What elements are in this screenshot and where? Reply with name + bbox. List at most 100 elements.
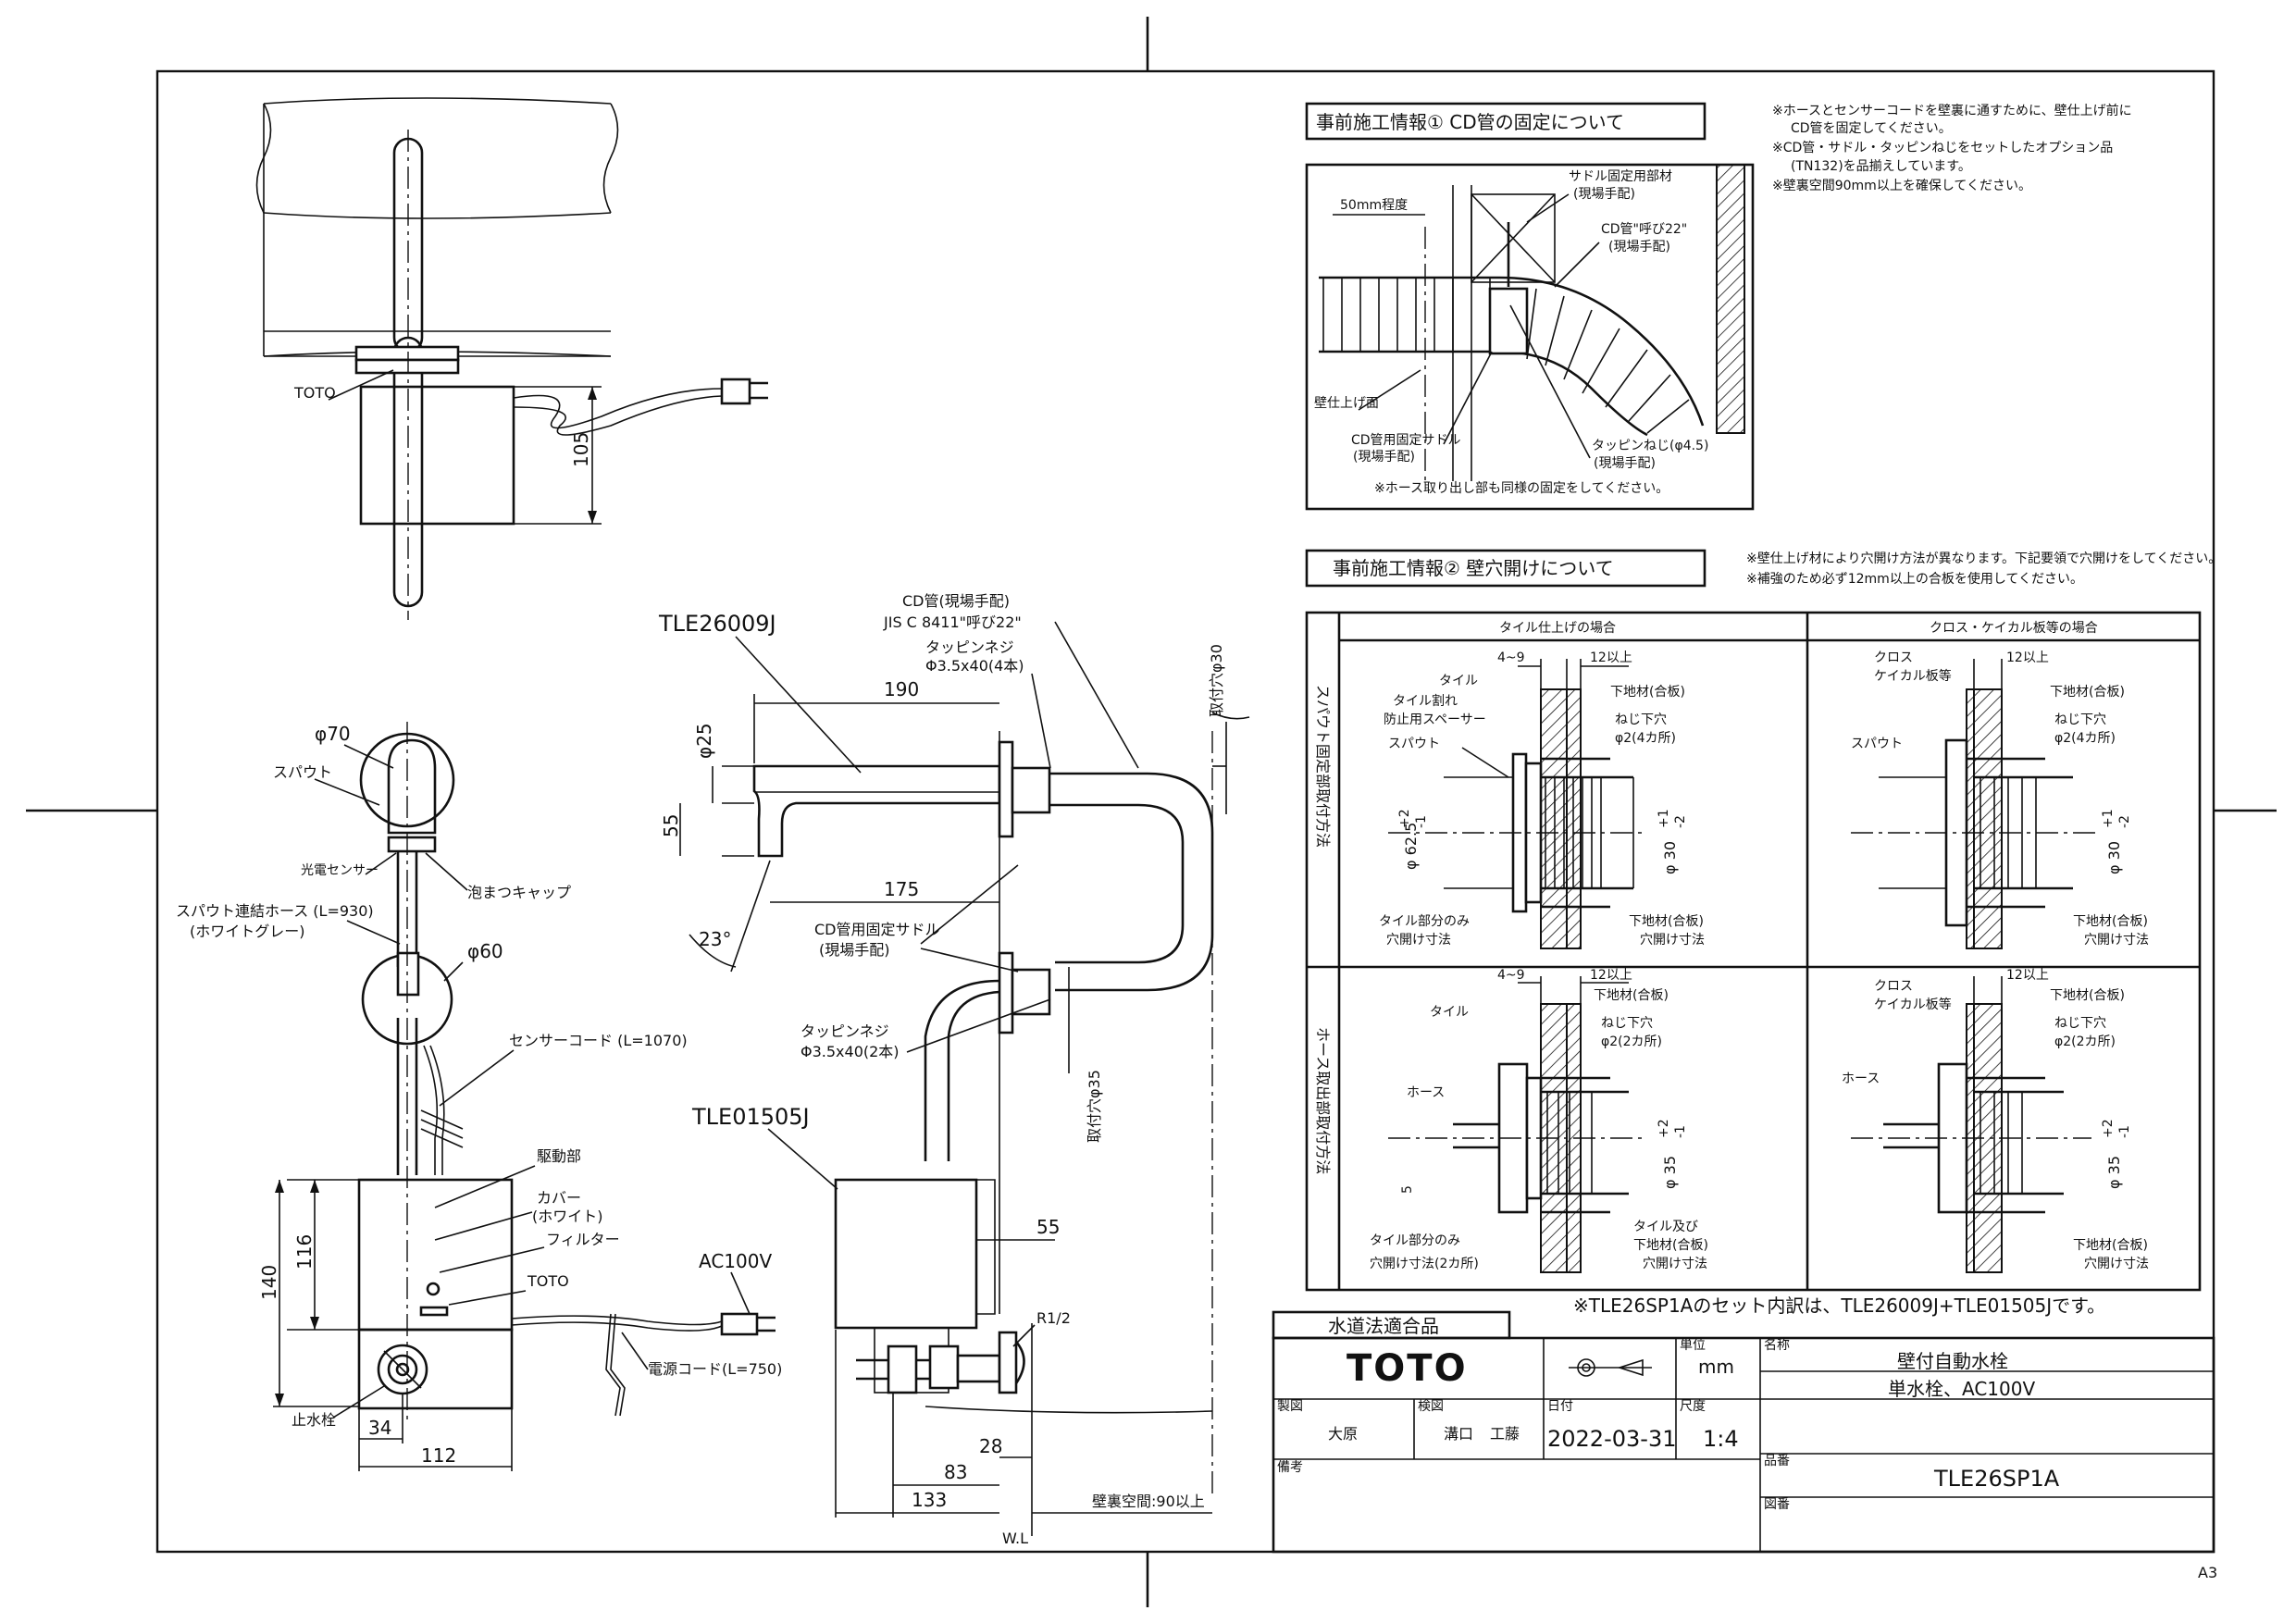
c-tile-and-1: タイル及び [1633, 1220, 1698, 1234]
top-view: 105 TOTO [255, 97, 768, 620]
checked-value-1: 溝口 [1444, 1425, 1473, 1443]
d-dim-12: 12以上 [2006, 968, 2049, 983]
dim-23deg: 23° [699, 928, 731, 950]
a-base: 下地材(合板) [1610, 685, 1685, 700]
dim-140: 140 [258, 1265, 280, 1300]
label-spout-hose-color: (ホワイトグレー) [190, 923, 305, 940]
c-screw-hole: ねじ下穴 [1601, 1016, 1653, 1031]
a-tile-only-2: 穴開け寸法 [1386, 933, 1451, 948]
dim-hole35: 取付穴φ35 [1086, 1070, 1103, 1143]
cell-tile-spout: 4~9 12以上 タイル タイル割れ 防止用スペーサー スパウト 下地材(合板)… [1379, 650, 1705, 949]
checked-value-2: 工藤 [1490, 1425, 1520, 1443]
a-screw-hole: ねじ下穴 [1615, 712, 1667, 727]
label-cd-saddle-2: (現場手配) [819, 941, 890, 959]
label-stop-valve: 止水栓 [292, 1411, 336, 1429]
prep1-text-3: ※CD管・サドル・タッピンねじをセットしたオプション品 [1772, 141, 2113, 155]
dwg-label: 図番 [1764, 1497, 1790, 1512]
cd-saddle: CD管用固定サドル [1351, 433, 1461, 448]
date-value: 2022-03-31 [1547, 1426, 1676, 1452]
title-block: 水道法適合品 ※TLE26SP1Aのセット内訳は、TLE26009J+TLE01… [1272, 1295, 2215, 1554]
label-phi70: φ70 [315, 723, 351, 745]
unit-value: mm [1698, 1356, 1734, 1378]
d-phi35: φ 35 [2105, 1156, 2123, 1189]
c-dim-5: 5 [1400, 1185, 1415, 1194]
cd-tapping-2: (現場手配) [1594, 456, 1656, 471]
a-base-dim-2: 穴開け寸法 [1640, 933, 1705, 948]
c-tile: タイル [1430, 1005, 1469, 1020]
dim-112: 112 [421, 1444, 456, 1467]
brand-logo: TOTO [1347, 1347, 1468, 1390]
d-cloth: クロス [1874, 979, 1913, 994]
label-bubble-cap: 泡まつキャップ [467, 884, 571, 901]
date-label: 日付 [1547, 1399, 1573, 1414]
label-phi60: φ60 [467, 940, 503, 962]
projection-symbol-icon [1569, 1358, 1652, 1377]
drawn-label: 製図 [1277, 1399, 1303, 1414]
a-spout: スパウト [1388, 737, 1440, 751]
c-tile-only-1: タイル部分のみ [1370, 1233, 1460, 1248]
label-power-cord: 電源コード(L=750) [648, 1360, 782, 1378]
set-note: ※TLE26SP1Aのセット内訳は、TLE26009J+TLE01505Jです。 [1573, 1295, 2105, 1317]
name-label: 名称 [1764, 1338, 1790, 1353]
dim-34: 34 [368, 1417, 391, 1439]
remarks-label: 備考 [1277, 1460, 1303, 1475]
dim-83: 83 [944, 1461, 967, 1483]
name-value-2: 単水栓、AC100V [1888, 1378, 2035, 1400]
label-tapping-4-spec: Φ3.5x40(4本) [925, 657, 1024, 675]
a-screw-4: φ2(4カ所) [1615, 731, 1676, 746]
a-tol-m1: -1 [1414, 815, 1429, 828]
label-wl: W.L [1002, 1530, 1028, 1547]
cell-cloth-spout: 12以上 クロス ケイカル板等 スパウト 下地材(合板) ねじ下穴 φ2(4カ所… [1851, 650, 2149, 949]
unit-label: 単位 [1680, 1338, 1706, 1353]
number-value: TLE26SP1A [1933, 1466, 2060, 1492]
d-hose: ホース [1842, 1072, 1880, 1086]
cd-pipe-label: CD管"呼び22" [1601, 222, 1687, 237]
c-hole-dim: 穴開け寸法 [1643, 1257, 1707, 1271]
a-tile-only-1: タイル部分のみ [1379, 914, 1470, 929]
b-phi30: φ 30 [2105, 841, 2123, 874]
row-spout: スパウト固定部取付方法 [1314, 685, 1332, 848]
c-tile-and-2: 下地材(合板) [1633, 1238, 1708, 1253]
dim-hole30: 取付穴φ30 [1208, 644, 1225, 717]
label-spout-hose: スパウト連結ホース (L=930) [176, 902, 374, 920]
d-base: 下地材(合板) [2050, 988, 2125, 1003]
b-dim-12: 12以上 [2006, 650, 2049, 665]
label-ac100v: AC100V [699, 1250, 772, 1272]
cd-saddle-member: サドル固定用部材 [1569, 169, 1672, 184]
b-base: 下地材(合板) [2050, 685, 2125, 700]
a-spacer-1: タイル割れ [1393, 693, 1458, 709]
compliance-label: 水道法適合品 [1328, 1315, 1439, 1337]
label-r12: R1/2 [1036, 1309, 1071, 1327]
b-tol-m2: -2 [2117, 815, 2132, 828]
a-tol-p2: +2 [1397, 809, 1412, 828]
label-cd-pipe-jis: JIS C 8411"呼び22" [883, 613, 1022, 631]
d-base-dim-1: 下地材(合板) [2073, 1238, 2148, 1253]
c-tile-only-3: 穴開け寸法(2カ所) [1370, 1257, 1479, 1271]
a-dim-12: 12以上 [1590, 650, 1632, 665]
dim-phi25: φ25 [693, 723, 715, 759]
a-spacer-2: 防止用スペーサー [1384, 712, 1486, 727]
c-phi35: φ 35 [1661, 1156, 1679, 1189]
side-view: 190 φ25 55 175 23° 取付穴φ30 取付穴φ35 55 R1/2… [658, 592, 1250, 1547]
c-dim-12: 12以上 [1590, 968, 1632, 983]
dim-175: 175 [884, 878, 919, 900]
prep-note-1: 事前施工情報① CD管の固定について ※ホースとセンサーコードを壁裏に通すために… [1305, 102, 2132, 511]
prep2-title: 事前施工情報② 壁穴開けについて [1333, 557, 1614, 579]
b-cloth: クロス [1874, 650, 1913, 665]
label-tapping-2: タッピンネジ [800, 1022, 889, 1040]
checked-label: 検図 [1418, 1399, 1444, 1414]
a-dim-4-9: 4~9 [1497, 650, 1525, 665]
prep2-text-1: ※壁仕上げ材により穴開け方法が異なります。下記要領で穴開けをしてください。 [1746, 551, 2221, 566]
a-base-dim-1: 下地材(合板) [1629, 914, 1704, 929]
col-cloth: クロス・ケイカル板等の場合 [1930, 620, 2098, 636]
row-hose: ホース取出部取付方法 [1314, 1027, 1332, 1174]
label-spout: スパウト [273, 763, 332, 781]
c-tol-m1: -1 [1673, 1125, 1688, 1138]
label-sensor: 光電センサー [301, 863, 379, 878]
dim-105: 105 [570, 432, 592, 467]
name-value-1: 壁付自動水栓 [1897, 1350, 2008, 1372]
dim-28: 28 [979, 1435, 1002, 1457]
c-dim-4-9: 4~9 [1497, 968, 1525, 983]
scale-label: 尺度 [1680, 1399, 1706, 1414]
cd-dim-50: 50mm程度 [1340, 198, 1408, 213]
